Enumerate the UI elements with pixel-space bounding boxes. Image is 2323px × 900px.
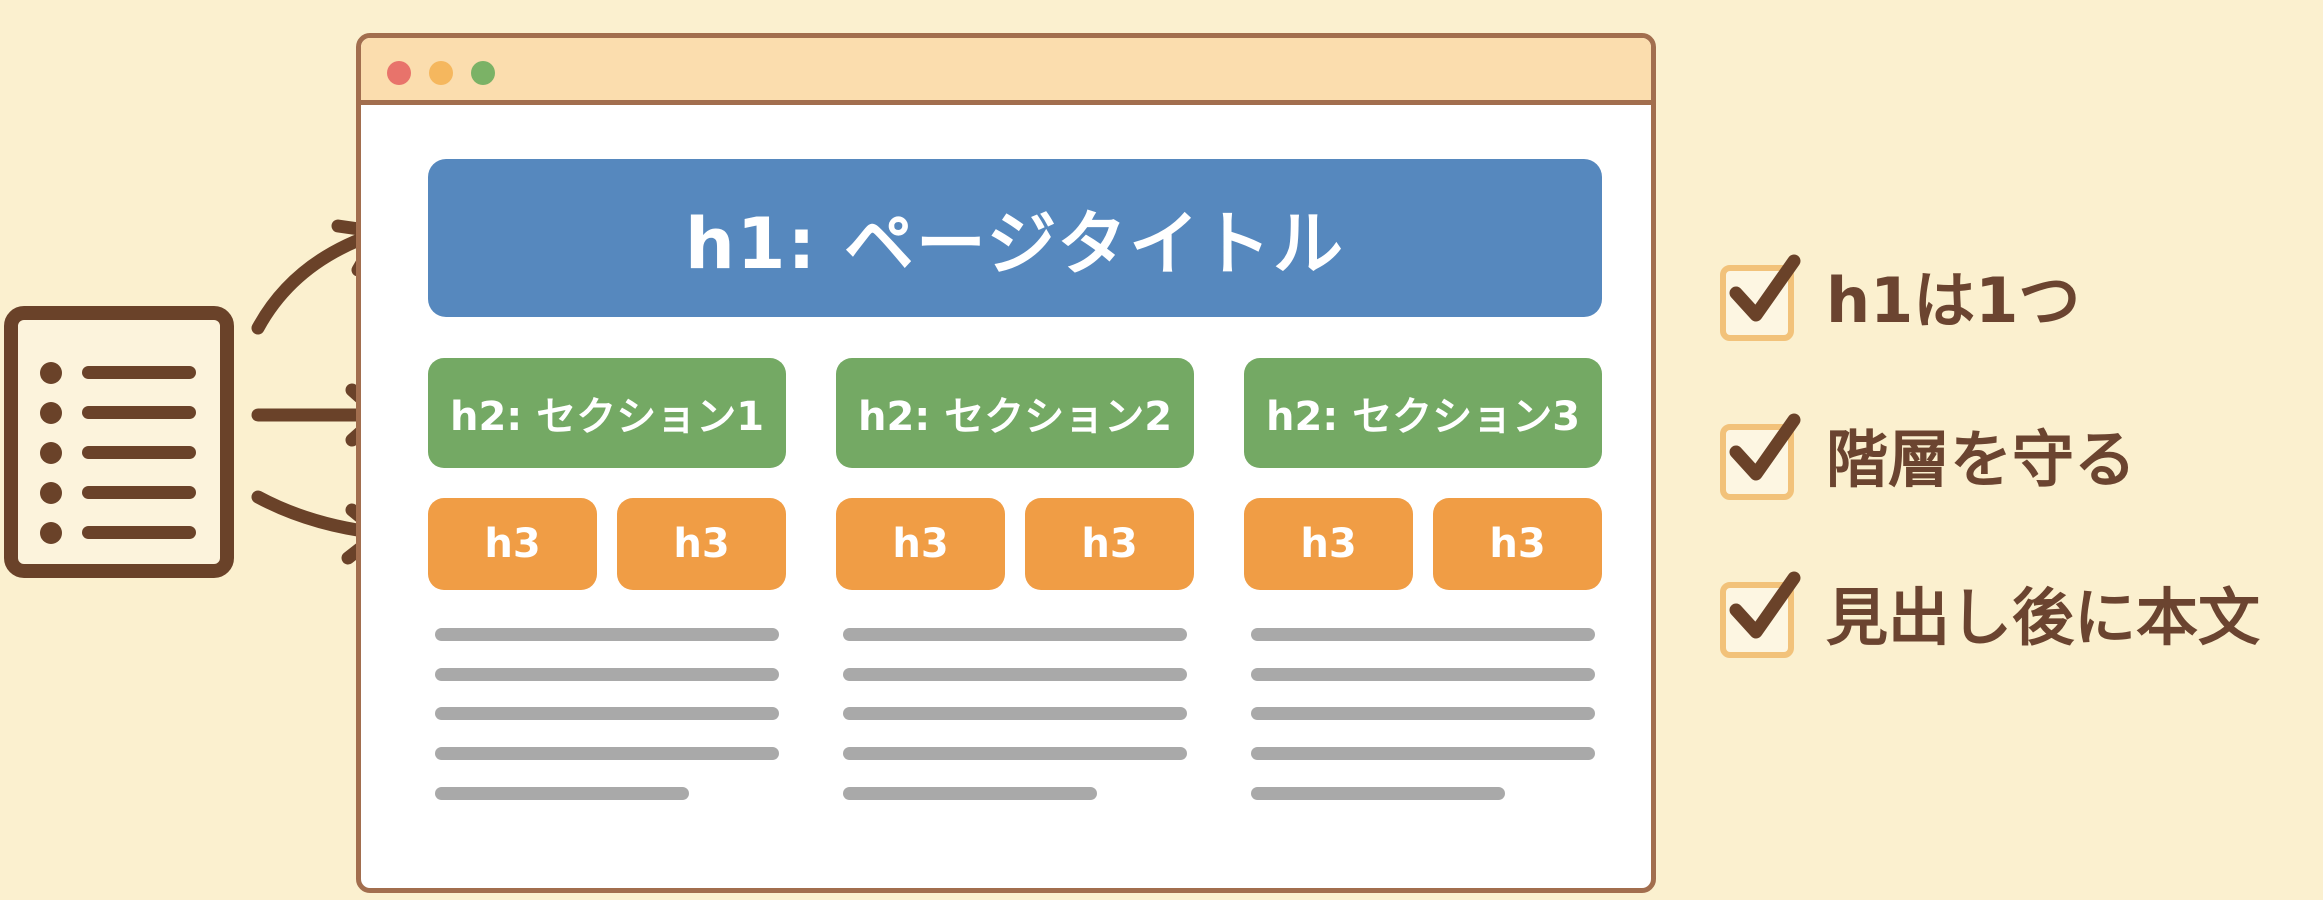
h3-heading-block: h3 — [1433, 498, 1602, 590]
outline-row — [40, 362, 200, 384]
h3-heading-block: h3 — [428, 498, 597, 590]
body-text-line — [1251, 787, 1505, 800]
outline-row — [40, 522, 200, 544]
body-text-line — [435, 787, 689, 800]
h3-heading-block: h3 — [617, 498, 786, 590]
body-text-line — [843, 668, 1187, 681]
bullet-icon — [40, 402, 62, 424]
body-text-line — [435, 628, 779, 641]
h3-heading-block: h3 — [836, 498, 1005, 590]
checkmark-icon — [1729, 571, 1801, 639]
checkmark-icon — [1729, 254, 1801, 322]
outline-line — [82, 486, 196, 499]
outline-line — [82, 366, 196, 379]
bullet-icon — [40, 362, 62, 384]
minimize-button[interactable] — [429, 61, 453, 85]
body-text-line — [435, 747, 779, 760]
h3-heading-block: h3 — [1025, 498, 1194, 590]
checklist-item: h1は1つ — [1718, 254, 2318, 343]
maximize-button[interactable] — [471, 61, 495, 85]
checklist-label: 見出し後に本文 — [1826, 581, 2261, 654]
outline-line — [82, 526, 196, 539]
body-text-line — [1251, 747, 1595, 760]
body-text-line — [435, 707, 779, 720]
checklist-item: 階層を守る — [1718, 413, 2318, 502]
document-outline-icon — [4, 306, 234, 578]
outline-row — [40, 482, 200, 504]
body-text-line — [1251, 707, 1595, 720]
body-text-line — [435, 668, 779, 681]
outline-line — [82, 446, 196, 459]
outline-row — [40, 442, 200, 464]
checkbox — [1720, 265, 1794, 341]
close-button[interactable] — [387, 61, 411, 85]
bullet-icon — [40, 482, 62, 504]
h2-heading-block: h2: セクション3 — [1244, 358, 1602, 468]
body-text-line — [843, 628, 1187, 641]
browser-window: h1: ページタイトル h2: セクション1 h3 h3 h2: セクション2 … — [356, 33, 1656, 893]
bullet-icon — [40, 442, 62, 464]
body-text-line — [1251, 668, 1595, 681]
checklist-label: 階層を守る — [1826, 423, 2137, 496]
window-titlebar — [361, 38, 1651, 105]
h1-heading-block: h1: ページタイトル — [428, 159, 1602, 317]
outline-row — [40, 402, 200, 424]
h2-heading-block: h2: セクション2 — [836, 358, 1194, 468]
outline-line — [82, 406, 196, 419]
bullet-icon — [40, 522, 62, 544]
body-text-line — [843, 787, 1097, 800]
body-text-line — [843, 707, 1187, 720]
checklist-label: h1は1つ — [1826, 264, 2081, 337]
body-text-line — [843, 747, 1187, 760]
checklist-item: 見出し後に本文 — [1718, 571, 2318, 660]
checkmark-icon — [1729, 413, 1801, 481]
h2-heading-block: h2: セクション1 — [428, 358, 786, 468]
body-text-line — [1251, 628, 1595, 641]
h3-heading-block: h3 — [1244, 498, 1413, 590]
